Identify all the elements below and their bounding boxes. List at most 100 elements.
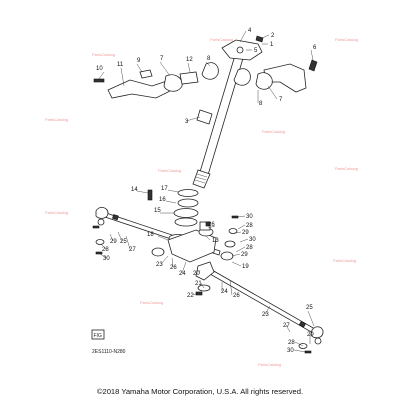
- watermark: PartsCatalog: [140, 300, 163, 305]
- part-callout-8: 8: [259, 101, 263, 107]
- right-clamp-bolt: [308, 59, 318, 72]
- center-bolt: [205, 221, 211, 227]
- right-tie-rod-ball: [314, 337, 322, 345]
- left-clamp-spacer: [139, 69, 153, 79]
- part-callout-30: 30: [287, 348, 294, 354]
- part-callout-15: 15: [154, 208, 161, 214]
- part-callout-8: 8: [207, 56, 211, 62]
- figure-badge: FIG: [91, 329, 105, 340]
- part-callout-29: 29: [110, 239, 117, 245]
- steering-spline: [194, 173, 208, 184]
- leader-lines: [97, 30, 315, 353]
- part-callout-27: 27: [129, 247, 136, 253]
- left-clamp-sleeve: [179, 71, 199, 85]
- part-callout-20: 20: [193, 271, 200, 277]
- left-clamp-cap: [163, 74, 183, 92]
- column-bolt: [147, 189, 153, 201]
- part-callout-5: 5: [254, 48, 258, 54]
- right-ball-joint-nut: [224, 240, 236, 248]
- copyright-notice: ©2018 Yamaha Motor Corporation, U.S.A. A…: [96, 387, 304, 396]
- watermark: PartsCatalog: [45, 117, 68, 122]
- left-clamp-assembly: [93, 69, 199, 99]
- watermark: PartsCatalog: [158, 168, 181, 173]
- part-callout-2: 2: [271, 33, 275, 39]
- right-jam-nut: [298, 320, 307, 328]
- left-cotter-pin-lower: [95, 251, 103, 255]
- right-ball-joint: [220, 251, 234, 261]
- part-callout-28: 28: [246, 245, 253, 251]
- bearing-stack: [147, 189, 199, 242]
- right-cotter-pin: [231, 215, 239, 219]
- bracket-holder-left: [201, 62, 219, 80]
- part-callout-10: 10: [96, 66, 103, 72]
- left-ball-joint: [151, 247, 165, 257]
- part-callout-23: 23: [262, 312, 269, 318]
- upper-bracket-bolt-head: [255, 35, 264, 43]
- part-callout-26: 26: [233, 293, 240, 299]
- right-tie-rod: [209, 269, 316, 334]
- left-cotter-pin: [92, 225, 100, 229]
- left-castle-nut: [95, 239, 105, 245]
- part-callout-22: 22: [187, 293, 194, 299]
- figure-code: 2ES1110-N280: [92, 349, 126, 355]
- steering-shaft-collar: [196, 109, 213, 125]
- part-callout-12: 12: [186, 57, 193, 63]
- left-tie-rod-ball: [97, 218, 105, 226]
- part-callout-16: 16: [159, 197, 166, 203]
- part-callout-26: 26: [170, 265, 177, 271]
- left-tie-rod-end: [95, 207, 109, 219]
- right-castle-nut: [228, 228, 238, 234]
- watermark-layer: PartsCatalog PartsCatalog PartsCatalog P…: [45, 37, 358, 367]
- left-jam-nut: [112, 214, 119, 221]
- part-callout-25: 25: [306, 305, 313, 311]
- watermark: PartsCatalog: [92, 52, 115, 57]
- part-callout-13: 13: [212, 238, 219, 244]
- part-callout-21: 21: [195, 281, 202, 287]
- watermark: PartsCatalog: [210, 37, 233, 42]
- part-callout-28: 28: [246, 223, 253, 229]
- part-callout-24: 24: [179, 271, 186, 277]
- pitman-assembly: [151, 221, 236, 296]
- figure-badge-box: [91, 329, 105, 340]
- bracket-holder-right: [233, 68, 251, 86]
- part-callout-27: 27: [283, 323, 290, 329]
- part-callout-6: 6: [313, 45, 317, 51]
- knuckle-cotter: [195, 291, 203, 296]
- part-callout-29: 29: [241, 252, 248, 258]
- pitman-arm: [167, 229, 217, 263]
- right-tie-rod-end: [310, 326, 324, 339]
- part-callout-4: 4: [248, 28, 252, 34]
- watermark: PartsCatalog: [335, 166, 358, 171]
- watermark: PartsCatalog: [258, 362, 281, 367]
- part-callout-14: 14: [131, 187, 138, 193]
- top-bracket-assembly: [201, 35, 318, 93]
- watermark: PartsCatalog: [262, 129, 285, 134]
- part-callout-1: 1: [270, 42, 274, 48]
- bearing-cup-upper: [177, 189, 199, 197]
- part-callout-7: 7: [279, 97, 283, 103]
- leader-line: [97, 30, 315, 353]
- figure-badge-label: FIG: [94, 333, 102, 339]
- part-callout-29: 29: [307, 332, 314, 338]
- part-callout-26: 26: [208, 222, 215, 228]
- part-callout-19: 19: [242, 264, 249, 270]
- part-callout-29: 29: [242, 230, 249, 236]
- part-callout-3: 3: [185, 119, 189, 125]
- knuckle-link: [195, 261, 215, 281]
- watermark: PartsCatalog: [45, 210, 68, 215]
- left-clamp-bolt: [93, 78, 105, 83]
- watermark: PartsCatalog: [335, 37, 358, 42]
- part-callout-9: 9: [137, 58, 141, 64]
- part-callout-7: 7: [160, 56, 164, 62]
- part-callout-28: 28: [102, 247, 109, 253]
- part-callout-23: 23: [156, 262, 163, 268]
- part-callout-18: 18: [147, 232, 154, 238]
- part-callout-17: 17: [161, 186, 168, 192]
- part-callout-25: 25: [120, 239, 127, 245]
- part-callout-24: 24: [221, 289, 228, 295]
- part-callout-30: 30: [249, 237, 256, 243]
- watermark: PartsCatalog: [333, 258, 356, 263]
- bearing: [177, 198, 199, 208]
